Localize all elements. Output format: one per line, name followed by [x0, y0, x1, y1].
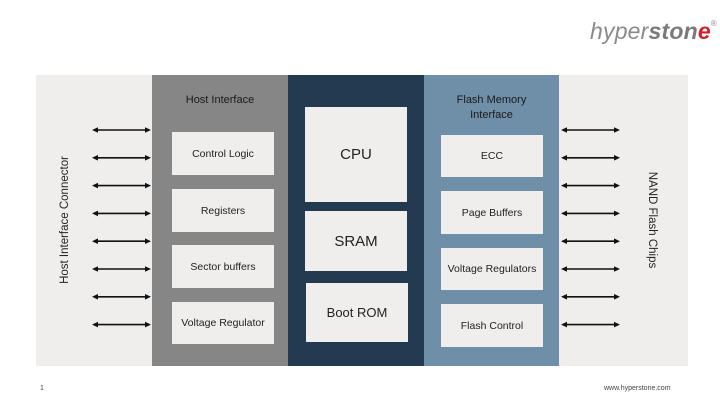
flash-interface-title-line1: Flash Memory [456, 94, 527, 106]
nand-flash-chips-label: NAND Flash Chips [646, 171, 658, 269]
ecc-block: ECC [441, 135, 543, 177]
host-interface-title: Host Interface [185, 94, 255, 106]
sram-block: SRAM [305, 211, 407, 271]
boot-rom-block: Boot ROM [306, 283, 408, 342]
voltage-regulator-block: Voltage Regulator [172, 302, 274, 344]
flash-control-block: Flash Control [441, 304, 543, 347]
cpu-block: CPU [305, 107, 407, 202]
hyperstone-logo: hyperstone® [590, 18, 718, 44]
host-interface-connector-label: Host Interface Connector [59, 156, 71, 284]
flash-interface-title-line2: Interface [470, 109, 513, 121]
host-interface-panel: Host Interface Control Logic Registers S… [152, 75, 288, 366]
flash-memory-interface-panel: Flash Memory Interface ECC Page Buffers … [424, 75, 559, 366]
page-buffers-block: Page Buffers [441, 191, 543, 234]
page-number: 1 [40, 385, 44, 392]
footer-url[interactable]: www.hyperstone.com [604, 385, 671, 392]
registers-block: Registers [172, 189, 274, 232]
core-panel: CPU SRAM Boot ROM [288, 75, 424, 366]
sector-buffers-block: Sector buffers [172, 245, 274, 288]
control-logic-block: Control Logic [172, 132, 274, 175]
voltage-regulators-block: Voltage Regulators [441, 248, 543, 290]
